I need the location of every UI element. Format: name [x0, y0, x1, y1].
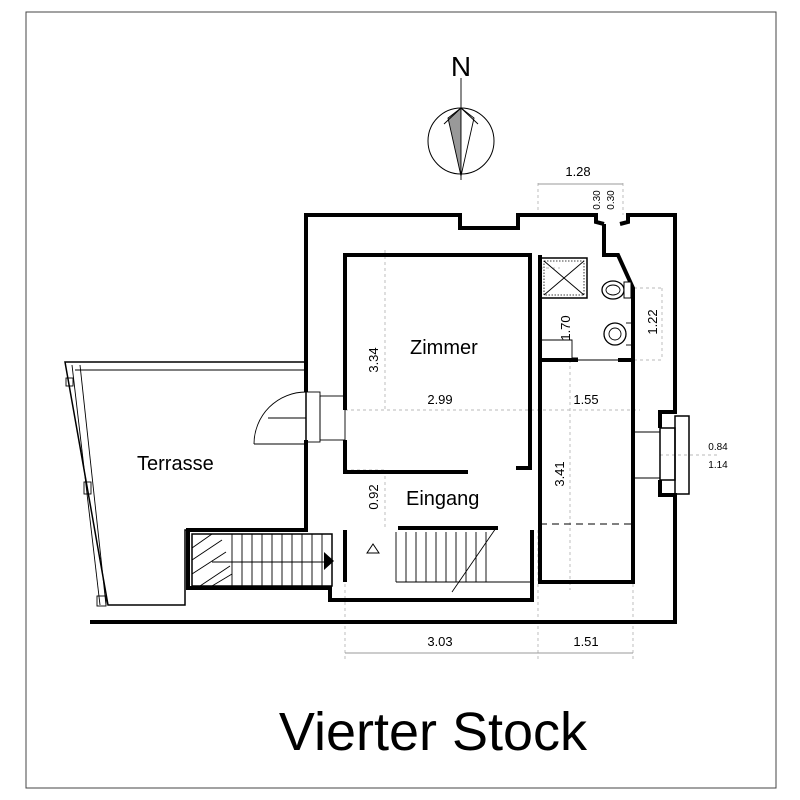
- dim-top-width: 1.28: [565, 164, 590, 179]
- north-compass-icon: [427, 78, 495, 180]
- dim-eingang-height: 0.92: [366, 484, 381, 509]
- room-label-terrasse: Terrasse: [137, 453, 214, 475]
- dim-zimmer-height: 3.34: [366, 347, 381, 372]
- staircase-left: [191, 533, 334, 587]
- page-frame: [25, 11, 777, 789]
- room-label-eingang: Eingang: [406, 488, 479, 510]
- shower-icon: [540, 257, 588, 299]
- page-title: Vierter Stock: [279, 702, 588, 762]
- dim-top-a: 0.30: [592, 190, 603, 210]
- sink-icon: [603, 322, 632, 346]
- dim-bottom-right: 1.51: [573, 634, 598, 649]
- interior-walls: [343, 224, 635, 584]
- dim-right-a: 0.84: [708, 442, 728, 453]
- dim-top-b: 0.30: [606, 190, 617, 210]
- terrace-door: [253, 391, 346, 445]
- staircase-right: [366, 527, 532, 593]
- dim-hall-height: 3.41: [552, 461, 567, 486]
- exterior-walls: [90, 213, 677, 624]
- dim-zimmer-width: 2.99: [427, 392, 452, 407]
- dim-bottom-left: 3.03: [427, 634, 452, 649]
- right-window: [633, 415, 690, 495]
- dim-bath-height: 1.70: [558, 315, 573, 340]
- bathroom-door: [540, 339, 618, 361]
- north-label: N: [451, 51, 471, 82]
- toilet-icon: [601, 280, 632, 300]
- dim-right-b: 1.14: [708, 460, 728, 471]
- dim-hall-width: 1.55: [573, 392, 598, 407]
- terrace-outline: [64, 361, 307, 607]
- dim-right-bath: 1.22: [645, 309, 660, 334]
- room-label-zimmer: Zimmer: [410, 337, 478, 359]
